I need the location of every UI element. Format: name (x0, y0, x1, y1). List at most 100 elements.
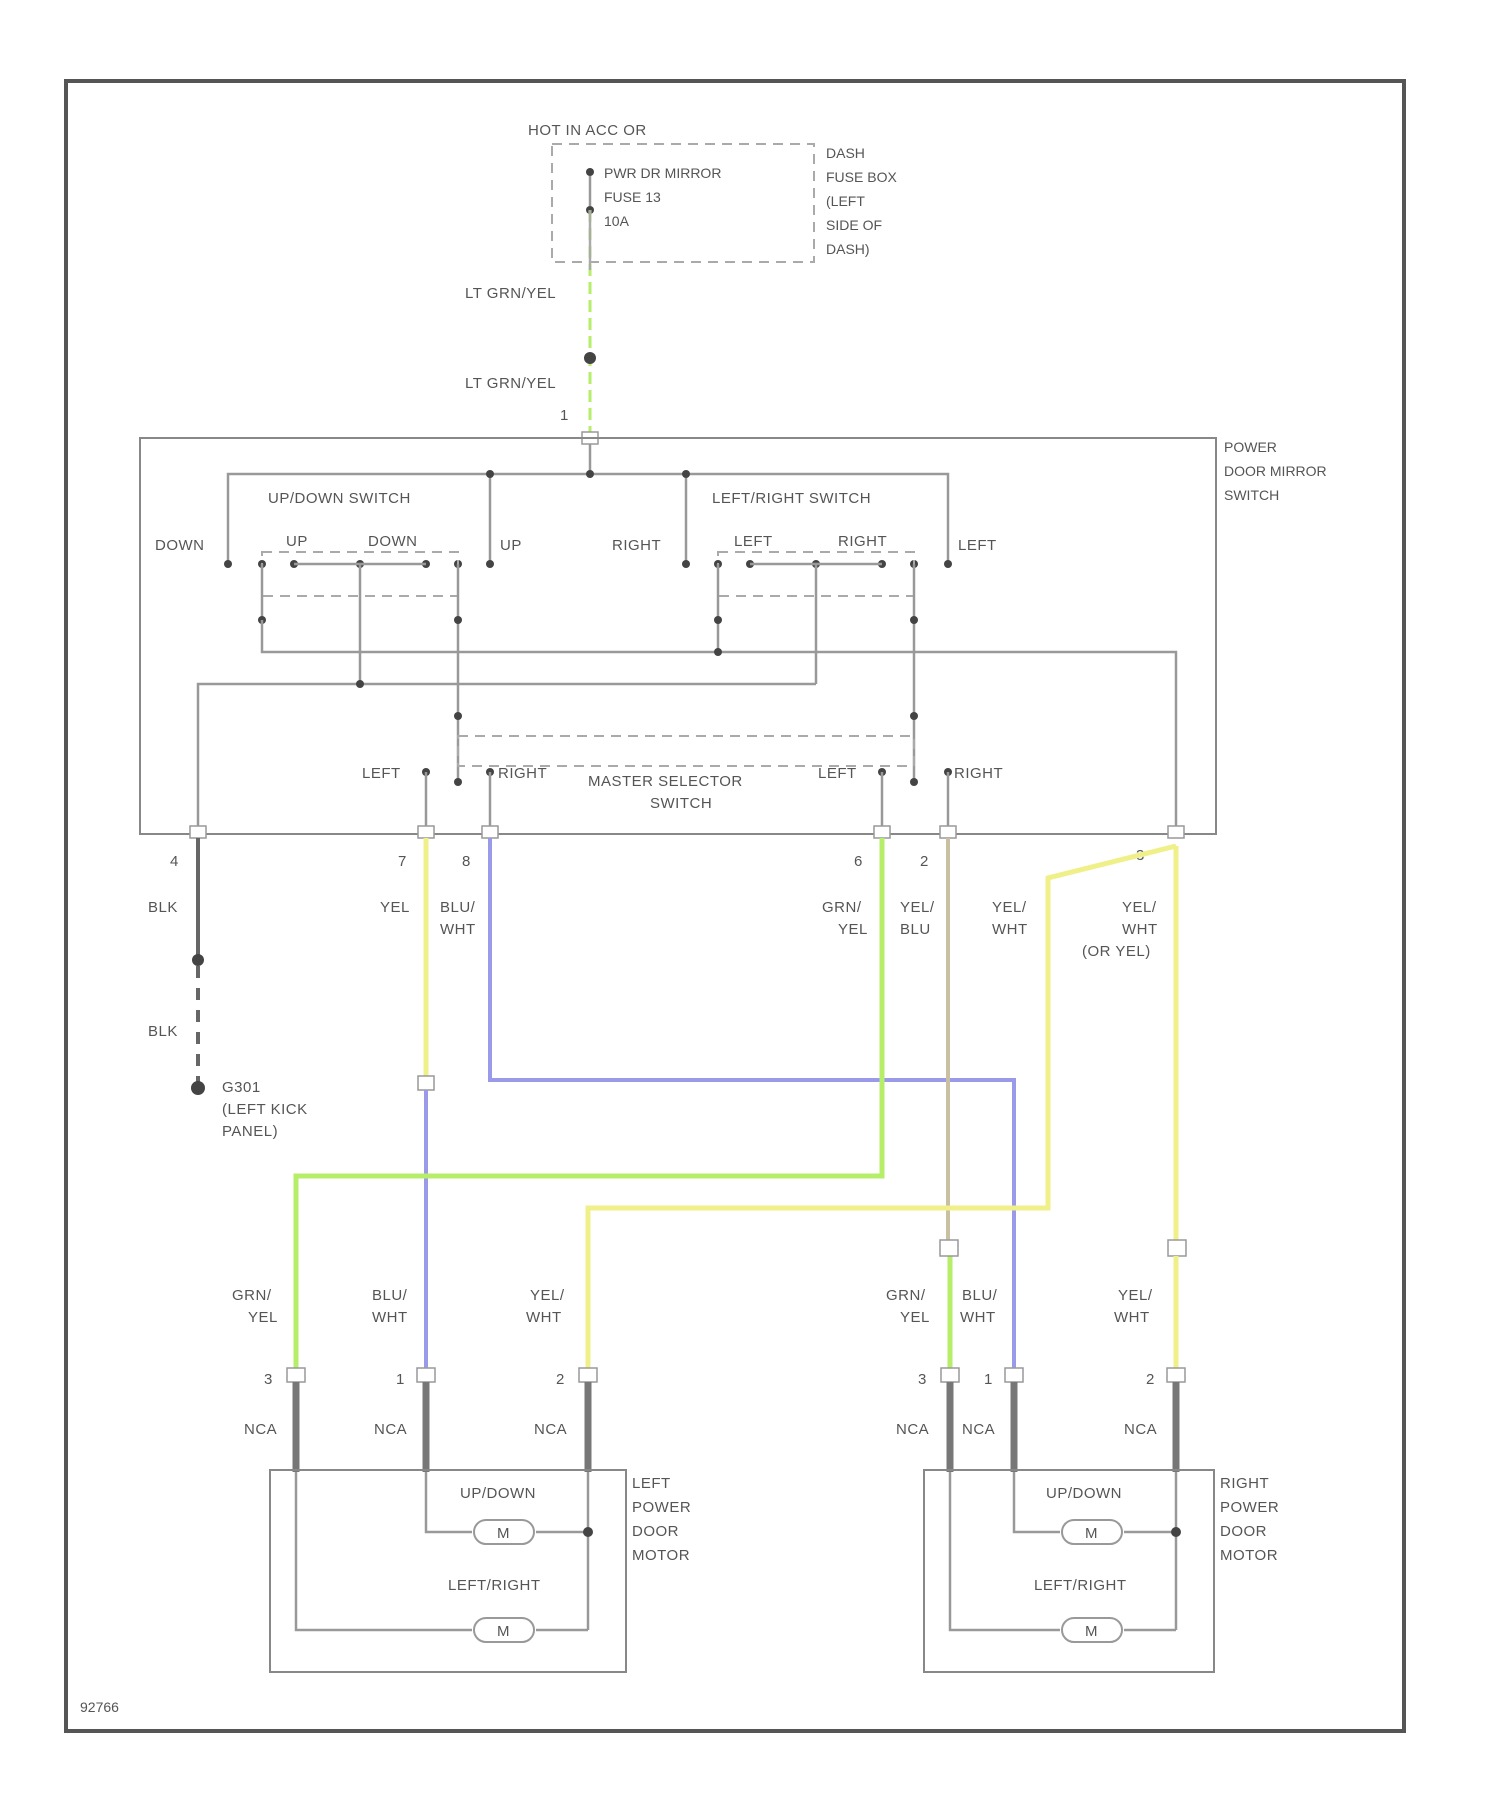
internal-wire-3 (198, 684, 816, 832)
master-title-1: MASTER SELECTOR (588, 773, 743, 790)
lm-nca-label-b: NCA (374, 1421, 407, 1438)
master-right-1: RIGHT (498, 765, 547, 782)
updown-up-outer: UP (500, 537, 522, 554)
rm-nca-label-a: NCA (896, 1421, 929, 1438)
fuse-box-line-4: SIDE OF (826, 217, 882, 233)
master-node-1 (454, 712, 462, 720)
lm-title-1: LEFT (632, 1475, 671, 1492)
wire-label-yel-wht-alt-3: (OR YEL) (1082, 943, 1151, 960)
rm-title-1: RIGHT (1220, 1475, 1269, 1492)
rm-pin-a: 3 (918, 1371, 927, 1388)
rm-conn-b (1005, 1368, 1023, 1382)
pin-conn-2 (940, 826, 956, 838)
wire-label-blk2: BLK (148, 1023, 178, 1040)
feed-pin: 1 (560, 407, 569, 424)
lm-pin-c: 2 (556, 1371, 565, 1388)
wire-label-blu-wht-1: BLU/ (440, 899, 476, 916)
fuse-name: PWR DR MIRROR (604, 165, 721, 181)
rm-wire-a-1: GRN/ (886, 1287, 926, 1304)
blk-splice (192, 954, 204, 966)
fuse-number: FUSE 13 (604, 189, 661, 205)
pin-conn-4a (190, 826, 206, 838)
lr-node-a (714, 616, 722, 624)
inline-conn-right-b (1168, 1240, 1186, 1256)
rm-pin-c: 2 (1146, 1371, 1155, 1388)
master-right-2: RIGHT (954, 765, 1003, 782)
inline-conn-yel (418, 1076, 434, 1090)
lm-internal-node (583, 1527, 593, 1537)
pin-conn-7 (418, 826, 434, 838)
wire-label-yel-wht-1: YEL/ (992, 899, 1027, 916)
updown-down-inner: DOWN (368, 533, 418, 550)
rm-conn-c (1167, 1368, 1185, 1382)
lm-title-4: MOTOR (632, 1547, 690, 1564)
bus-node-1 (586, 470, 594, 478)
lm-wire-a-2: YEL (248, 1309, 278, 1326)
lm-internal-lr (296, 1472, 472, 1630)
bus-node-2 (486, 470, 494, 478)
feed-wire-label-lower: LT GRN/YEL (465, 375, 556, 392)
figure-id: 92766 (80, 1699, 119, 1715)
fuse-amps: 10A (604, 213, 630, 229)
lm-motor-ud-m: M (497, 1525, 510, 1542)
lm-motor-lr-m: M (497, 1623, 510, 1640)
rm-motor-lr-m: M (1085, 1623, 1098, 1640)
wire-label-yel-blu-1: YEL/ (900, 899, 935, 916)
leftright-left-outer: LEFT (958, 537, 997, 554)
master-left-2: LEFT (818, 765, 857, 782)
lm-wire-c-1: YEL/ (530, 1287, 565, 1304)
wire-label-yel-wht-2: WHT (992, 921, 1028, 938)
internal-node-1 (714, 648, 722, 656)
master-link (458, 736, 914, 766)
updown-contact-1 (224, 560, 232, 568)
rm-updown-label: UP/DOWN (1046, 1485, 1122, 1502)
master-left-1: LEFT (362, 765, 401, 782)
lm-internal-ud (426, 1472, 472, 1532)
diagram-frame (66, 81, 1404, 1731)
internal-node-2 (356, 680, 364, 688)
pin-7: 7 (398, 853, 407, 870)
lm-title-3: DOOR (632, 1523, 679, 1540)
leftright-left-inner: LEFT (734, 533, 773, 550)
ground-point (191, 1081, 205, 1095)
pin-2: 2 (920, 853, 929, 870)
left-motor-box (270, 1470, 626, 1672)
switch-title-3: SWITCH (1224, 487, 1279, 503)
wire-label-yel-wht-alt-2: WHT (1122, 921, 1158, 938)
rm-leftright-label: LEFT/RIGHT (1034, 1577, 1127, 1594)
leftright-right-outer: RIGHT (612, 537, 661, 554)
lm-conn-a (287, 1368, 305, 1382)
wire-label-grn-yel-2: YEL (838, 921, 868, 938)
leftright-switch-title: LEFT/RIGHT SWITCH (712, 490, 871, 507)
rm-title-2: POWER (1220, 1499, 1279, 1516)
wire-label-yel-wht-alt-1: YEL/ (1122, 899, 1157, 916)
fuse-box-line-3: (LEFT (826, 193, 865, 209)
lm-nca-label-c: NCA (534, 1421, 567, 1438)
rm-internal-node (1171, 1527, 1181, 1537)
ground-name: G301 (222, 1079, 261, 1096)
lm-wire-b-2: WHT (372, 1309, 408, 1326)
fuse-terminal-top (586, 168, 594, 176)
rm-nca-label-c: NCA (1124, 1421, 1157, 1438)
lr-node-c (910, 616, 918, 624)
fuse-box-line-5: DASH) (826, 241, 870, 257)
updown-contact-7 (486, 560, 494, 568)
fuse-box (552, 144, 814, 262)
pin-6: 6 (854, 853, 863, 870)
bus-node-3 (682, 470, 690, 478)
rm-wire-c-2: WHT (1114, 1309, 1150, 1326)
rm-conn-a (941, 1368, 959, 1382)
rm-wire-b-1: BLU/ (962, 1287, 998, 1304)
fuse-hot-label: HOT IN ACC OR (528, 122, 647, 139)
wire-label-yel-blu-2: BLU (900, 921, 931, 938)
wire-blu-right (490, 838, 1014, 1374)
lm-leftright-label: LEFT/RIGHT (448, 1577, 541, 1594)
feed-wire-label-upper: LT GRN/YEL (465, 285, 556, 302)
master-node-2 (910, 712, 918, 720)
rm-wire-a-2: YEL (900, 1309, 930, 1326)
updown-node-c (454, 616, 462, 624)
pin-conn-6 (874, 826, 890, 838)
wire-label-yel: YEL (380, 899, 410, 916)
master-title-2: SWITCH (650, 795, 712, 812)
